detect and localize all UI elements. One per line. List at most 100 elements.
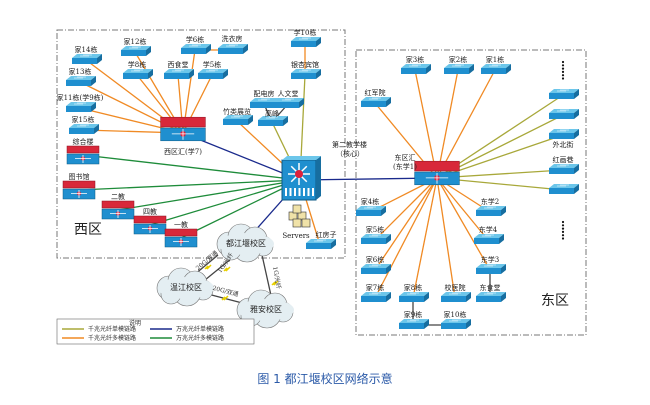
switch-label: 家7栋: [366, 283, 384, 292]
switch-label: 红画巷: [553, 155, 574, 164]
navy-link: [299, 177, 438, 181]
switch-label: 银杏宾馆: [291, 60, 319, 69]
east-hub-router[interactable]: [414, 160, 460, 186]
east-switch-4[interactable]: [549, 129, 579, 139]
switch-2[interactable]: [66, 102, 96, 112]
switch-label: 家3栋: [406, 55, 424, 64]
switch-label: 校医院: [445, 283, 466, 292]
ellipsis-dot: [561, 67, 565, 70]
switch-3[interactable]: [69, 124, 99, 134]
switch-label: 红房子: [316, 230, 337, 239]
orange-link: [374, 177, 438, 271]
switch-7[interactable]: [181, 44, 211, 54]
east-zone-border: [355, 49, 587, 336]
east-switch-15[interactable]: [474, 234, 504, 244]
east-switch-1[interactable]: [444, 64, 474, 74]
ellipsis-dot: [561, 220, 565, 224]
switch-label: 学8栋: [128, 60, 146, 69]
switch-label: 洗衣房: [222, 34, 243, 43]
orange-link: [374, 177, 438, 241]
switch-0[interactable]: [72, 54, 102, 64]
east-switch-10[interactable]: [399, 292, 429, 302]
switch-5[interactable]: [123, 69, 153, 79]
legend-title: 说明: [129, 319, 141, 327]
link: [204, 257, 233, 281]
router-4[interactable]: [164, 228, 198, 248]
east-switch-8[interactable]: [361, 264, 391, 274]
legend-item-label: 万兆光纤多模链路: [176, 334, 224, 342]
switch-1[interactable]: [66, 76, 96, 86]
core-switch[interactable]: [281, 156, 321, 201]
switch-16[interactable]: [306, 239, 336, 249]
east-switch-unlabeled-2[interactable]: [549, 184, 579, 194]
switch-10[interactable]: [291, 37, 321, 47]
east-switch-14[interactable]: [476, 206, 506, 216]
campus-cloud-1[interactable]: [156, 267, 214, 307]
lightning-icon: [271, 280, 279, 286]
switch-label: 外北街: [553, 140, 574, 149]
campus-cloud-0[interactable]: [216, 223, 274, 263]
ellipsis-dot: [561, 234, 565, 237]
east-switch-17[interactable]: [476, 292, 506, 302]
lightning-icon: [221, 295, 229, 301]
switch-15[interactable]: [223, 115, 253, 125]
switch-label: 西食堂: [168, 60, 189, 69]
east-switch-11[interactable]: [399, 319, 429, 329]
ellipsis-dot: [561, 224, 565, 227]
switch-8[interactable]: [218, 44, 248, 54]
switch-9[interactable]: [198, 69, 228, 79]
router-0[interactable]: [66, 145, 100, 165]
campus-cloud-2[interactable]: [236, 289, 294, 329]
router-label: 图书馆: [69, 172, 90, 181]
ellipsis-dot: [561, 74, 565, 77]
switch-label: 家11栋(学9栋): [57, 93, 104, 102]
router-1[interactable]: [62, 180, 96, 200]
east-switch-13[interactable]: [441, 292, 471, 302]
switch-13[interactable]: [274, 98, 304, 108]
lightning-icon: [204, 264, 212, 270]
router-2[interactable]: [101, 200, 135, 220]
west-hub-router[interactable]: [160, 116, 206, 142]
router-label: 一教: [174, 220, 188, 229]
east-switch-5[interactable]: [549, 164, 579, 174]
switch-label: 家12栋: [124, 37, 147, 46]
servers-icon[interactable]: [288, 204, 311, 228]
east-switch-12[interactable]: [441, 319, 471, 329]
core-label-sub: （核心）: [336, 149, 364, 158]
orange-link: [374, 177, 438, 299]
switch-label: 家6栋: [366, 255, 384, 264]
switch-6[interactable]: [164, 69, 194, 79]
green-link: [117, 179, 301, 211]
wan-link-label: 1G/光纤: [271, 266, 283, 290]
green-link: [180, 179, 301, 239]
switch-14[interactable]: [258, 116, 288, 126]
switch-4[interactable]: [121, 46, 151, 56]
west-zone-label: 西区: [74, 222, 102, 238]
switch-11[interactable]: [291, 69, 321, 79]
east-switch-2[interactable]: [481, 64, 511, 74]
east-switch-9[interactable]: [361, 292, 391, 302]
switch-label: 东食堂: [480, 283, 501, 292]
campus-label: 雅安校区: [250, 304, 282, 314]
east-switch-0[interactable]: [401, 64, 431, 74]
east-switch-7[interactable]: [361, 234, 391, 244]
east-switch-16[interactable]: [476, 264, 506, 274]
router-3[interactable]: [133, 215, 167, 235]
orange-link: [436, 177, 489, 241]
east-switch-unlabeled-1[interactable]: [549, 109, 579, 119]
green-link: [149, 179, 301, 226]
east-switch-unlabeled-0[interactable]: [549, 89, 579, 99]
ellipsis-dot: [561, 70, 565, 73]
east-switch-6[interactable]: [356, 206, 386, 216]
switch-label: 高峰: [265, 109, 279, 118]
legend-item-label: 万兆光纤单模链路: [176, 325, 224, 333]
orange-link: [436, 177, 491, 271]
switch-label: 配电房: [254, 89, 275, 98]
router-label: 四教: [143, 207, 157, 216]
switch-label: 学10栋: [294, 28, 317, 37]
west-hub-label: 西区汇(学7): [164, 147, 202, 156]
switch-label: 家14栋: [75, 45, 98, 54]
east-switch-3[interactable]: [361, 97, 391, 107]
